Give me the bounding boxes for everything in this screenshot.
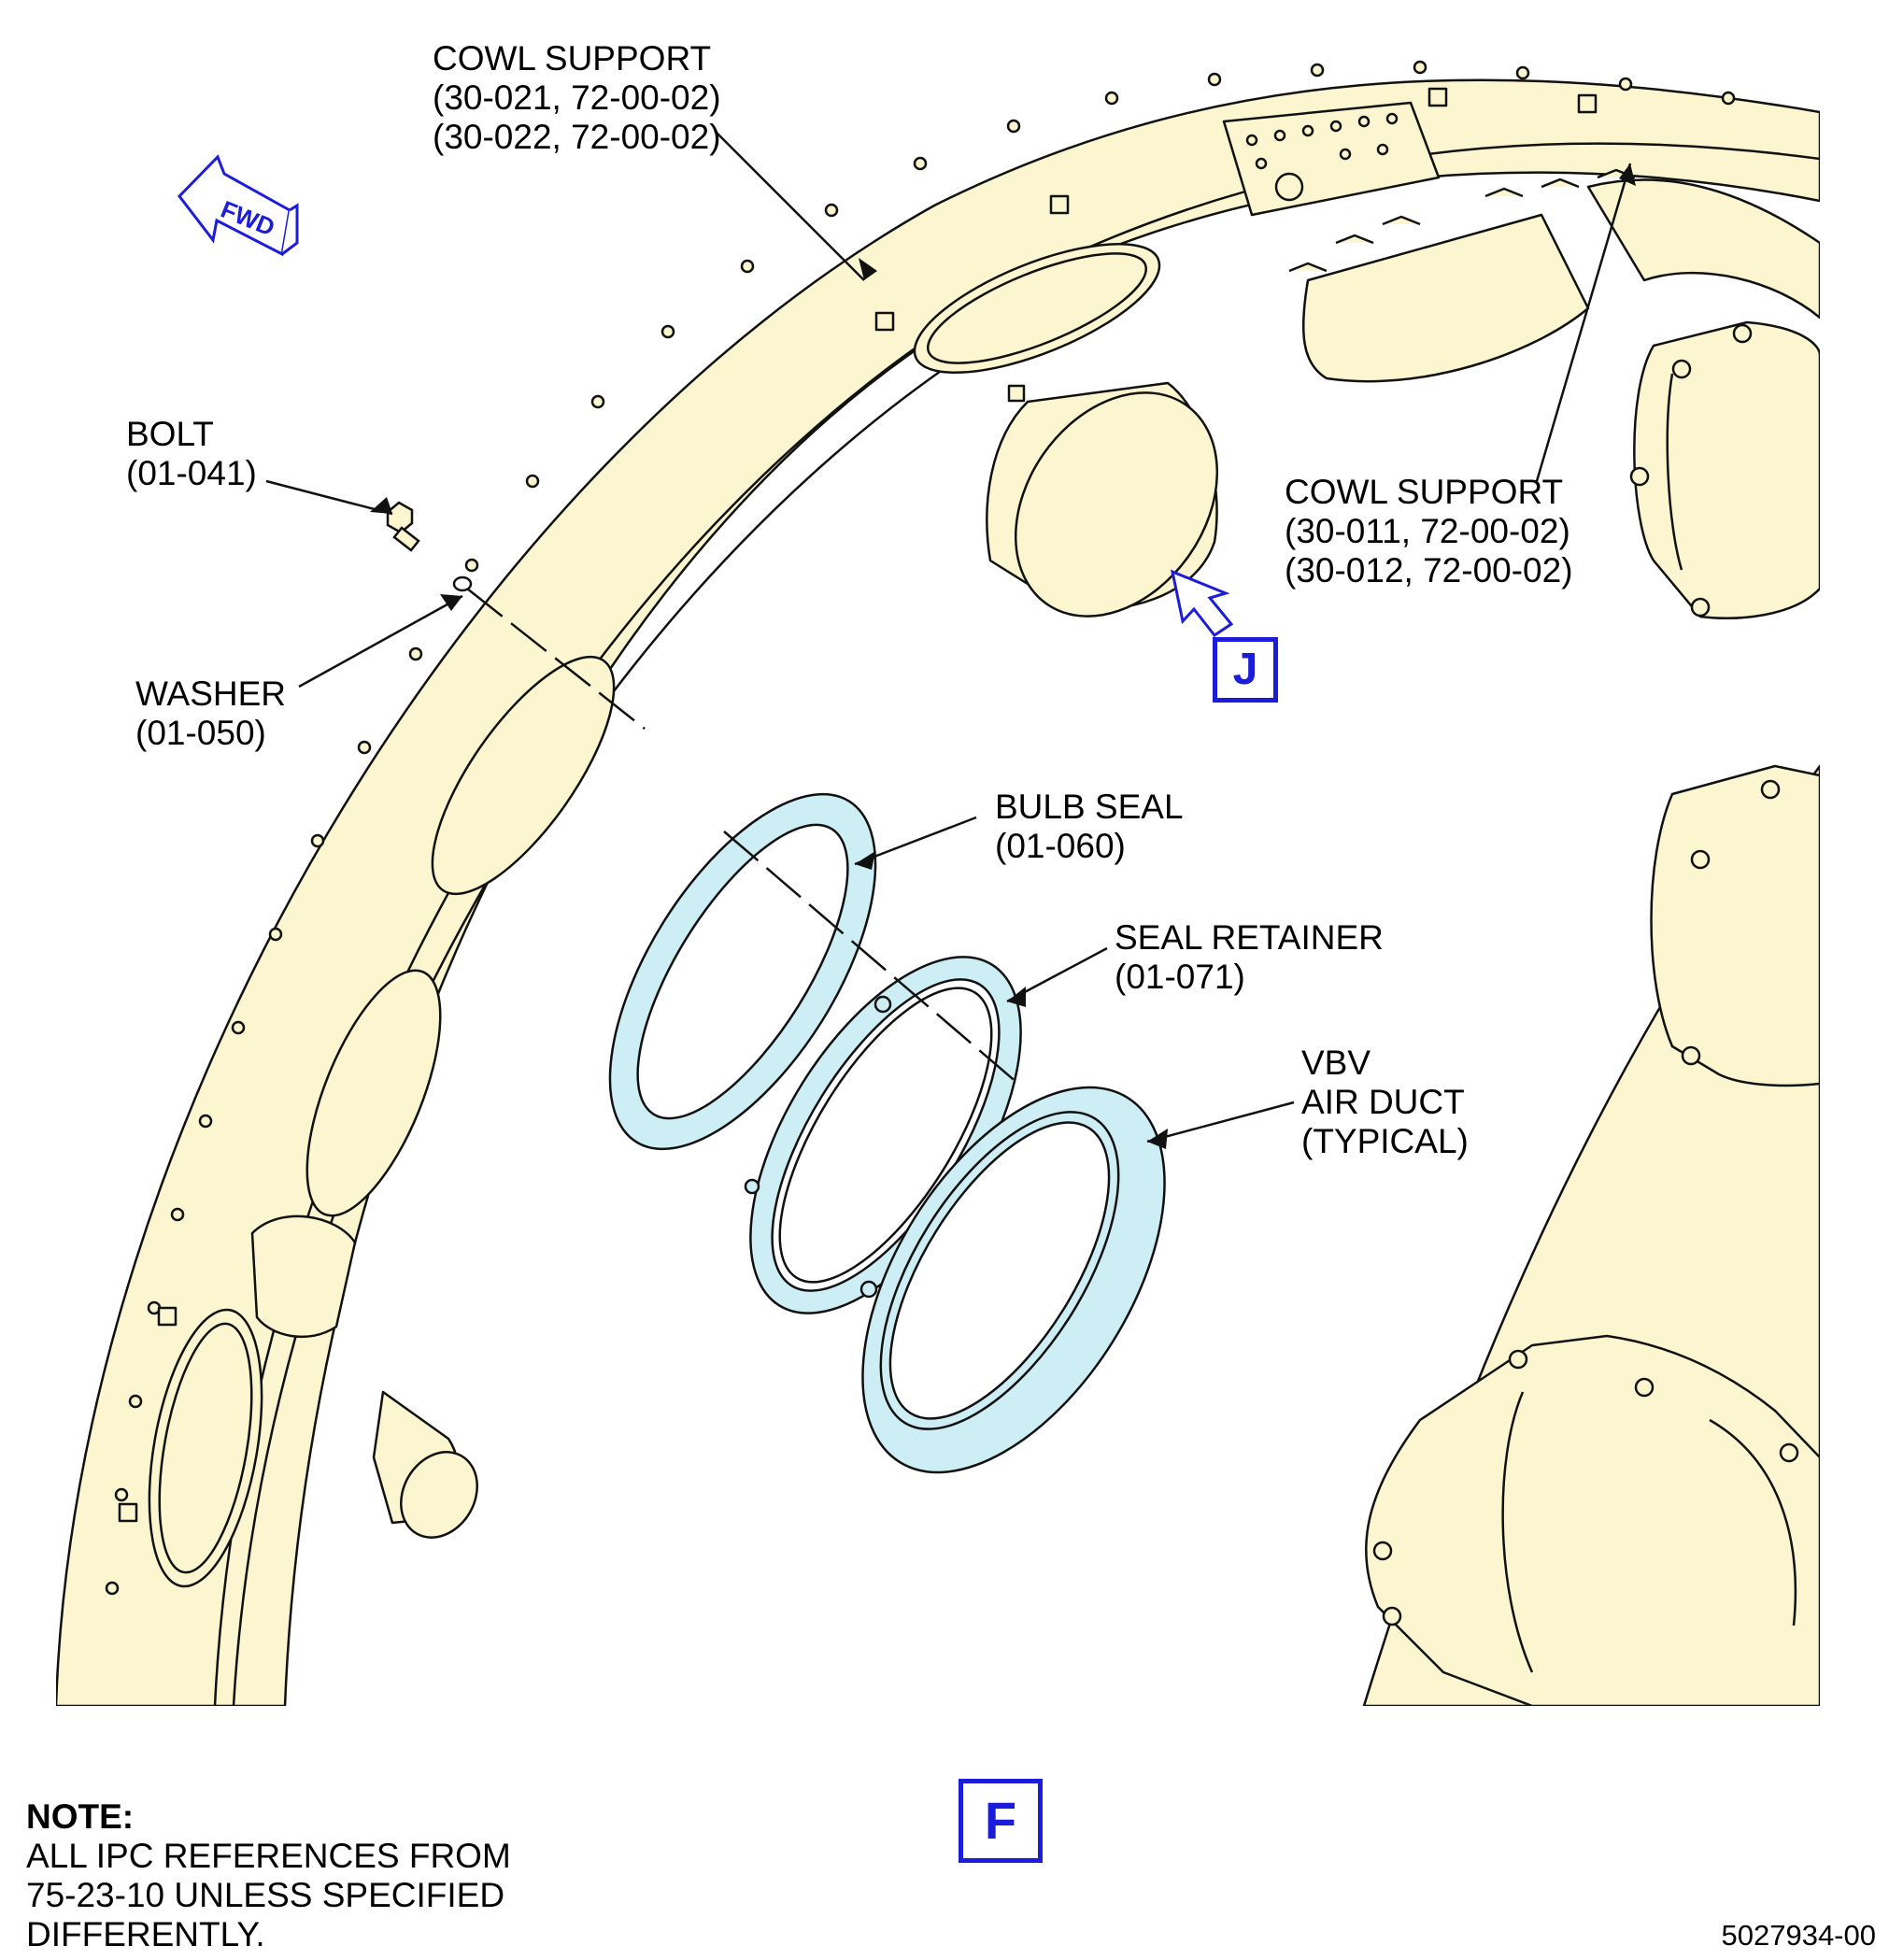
callout-cowl-support-upper: COWL SUPPORT (30-021, 72-00-02) (30-022,… [433, 39, 721, 156]
callout-vbv-air-duct: VBV AIR DUCT (TYPICAL) [1301, 1044, 1469, 1160]
bolt-part [386, 501, 420, 552]
callout-bulb-seal: BULB SEAL (01-060) [995, 788, 1184, 865]
bulb-seal-part [608, 792, 877, 1151]
seal-retainer-part [744, 956, 1022, 1314]
mounting-plate [1222, 101, 1441, 217]
right-duct-housing-upper [1629, 320, 1820, 619]
note-line: 75-23-10 UNLESS SPECIFIED [26, 1876, 505, 1914]
view-j-label: J [1213, 637, 1278, 703]
callout-seal-retainer: SEAL RETAINER (01-071) [1115, 918, 1384, 996]
callout-cowl-support-right: COWL SUPPORT (30-011, 72-00-02) (30-012,… [1285, 473, 1573, 589]
ring-oval-cutouts [148, 242, 1161, 1588]
right-duct-housing-middle [1650, 764, 1820, 1087]
fwd-arrow-icon: FWD [178, 154, 299, 257]
view-f-label: F [959, 1779, 1043, 1863]
washer-part [452, 575, 473, 592]
upper-ducts [986, 178, 1820, 618]
note-block: NOTE: ALL IPC REFERENCES FROM 75-23-10 U… [26, 1797, 511, 1954]
ring-studs [1288, 168, 1636, 273]
leader-arrowheads [370, 163, 1636, 1149]
view-j-arrow-icon [1170, 569, 1234, 638]
right-duct-housing-lower [1365, 1334, 1820, 1706]
assembly-axis [466, 588, 1019, 1085]
vbv-air-duct-part [861, 1086, 1166, 1474]
flange-holes [105, 60, 1736, 1596]
note-line: DIFFERENTLY. [26, 1915, 265, 1953]
callout-washer: WASHER (01-050) [135, 675, 287, 752]
lower-left-duct-stub [250, 1214, 478, 1539]
note-line: ALL IPC REFERENCES FROM [26, 1837, 511, 1875]
note-title: NOTE: [26, 1797, 135, 1836]
figure-number: 5027934-00 [1721, 1919, 1877, 1952]
callout-bolt: BOLT (01-041) [126, 415, 257, 492]
